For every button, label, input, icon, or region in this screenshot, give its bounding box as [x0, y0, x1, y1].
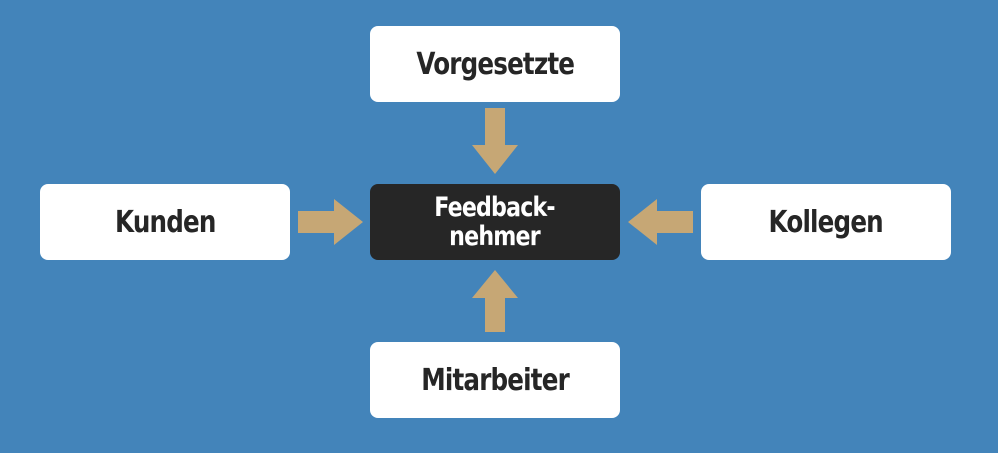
node-label: Vorgesetzte	[416, 46, 575, 82]
node-label: Kollegen	[768, 204, 884, 240]
node-kollegen: Kollegen	[701, 184, 951, 260]
arrow-up-icon	[472, 270, 518, 332]
node-mitarbeiter: Mitarbeiter	[370, 342, 620, 418]
arrow-left-icon	[628, 199, 693, 245]
arrow-down-icon	[472, 108, 518, 174]
node-label: Mitarbeiter	[421, 362, 570, 398]
node-feedbacknehmer: Feedback- nehmer	[370, 184, 620, 260]
node-vorgesetzte: Vorgesetzte	[370, 26, 620, 102]
node-label: Feedback- nehmer	[434, 192, 556, 252]
node-label: Kunden	[114, 204, 216, 240]
arrow-right-icon	[298, 199, 363, 245]
node-kunden: Kunden	[40, 184, 290, 260]
